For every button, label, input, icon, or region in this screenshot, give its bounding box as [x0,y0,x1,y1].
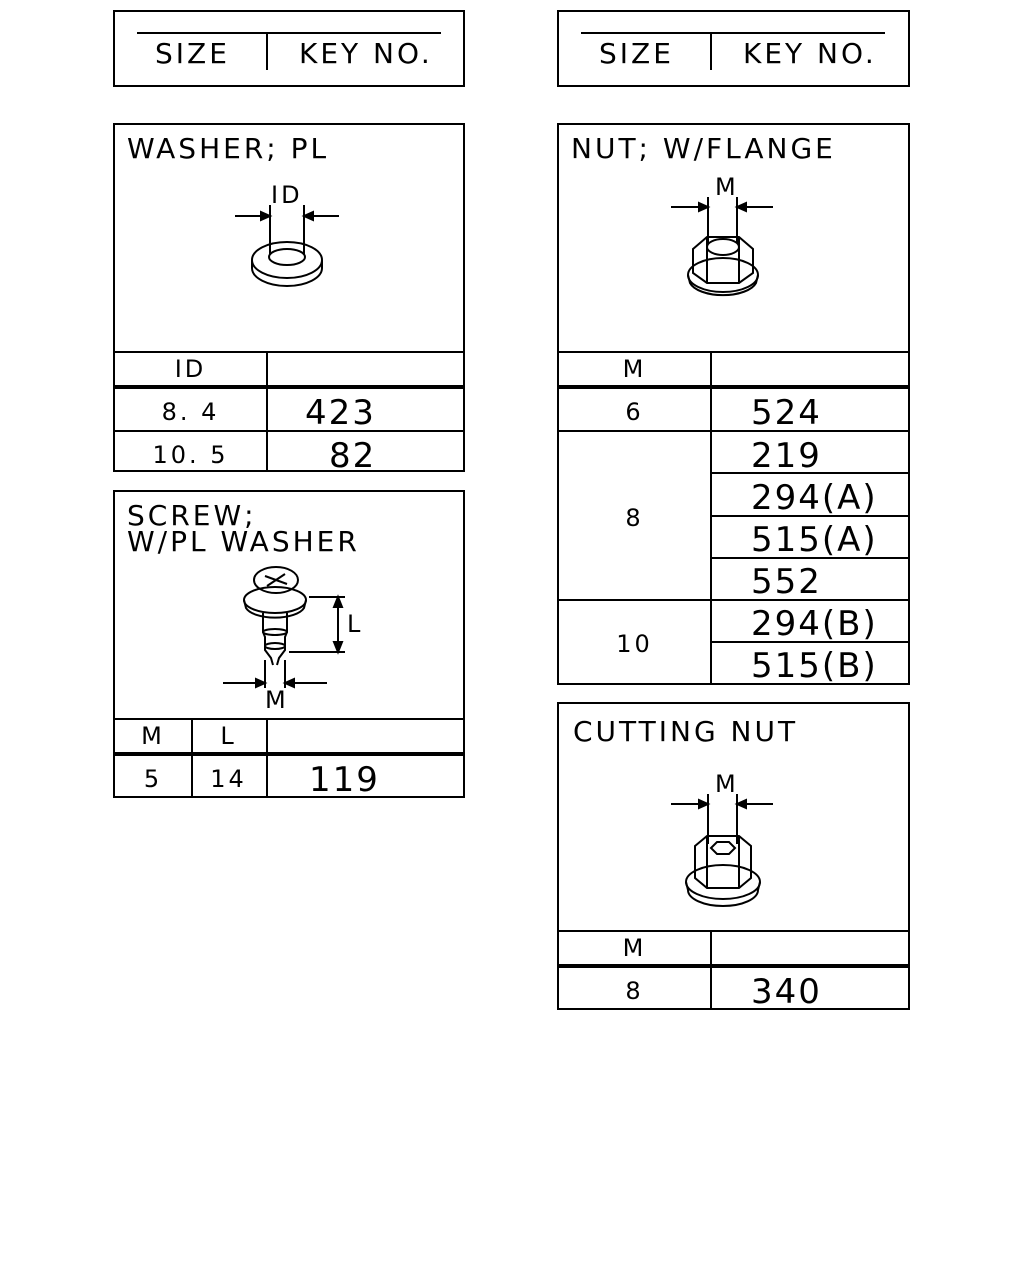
table-header-rule [115,752,463,756]
legend-rule [581,32,885,34]
screw-card: SCREW; W/PL WASHER L M M L 5 14 119 [113,490,465,798]
screw-dim-l-label: L [347,610,364,638]
table-row-rule [559,430,908,432]
cutting-nut-key-cell: 340 [751,972,822,1012]
table-row-rule [559,599,908,601]
table-row-rule [710,557,908,559]
legend-box-left: SIZE KEY NO. [113,10,465,87]
nut-flange-size-cell: 8 [625,504,644,532]
nut-flange-dim-label: M [715,173,739,201]
nut-flange-size-cell: 6 [625,398,644,426]
cutting-nut-col-header: M [622,934,647,962]
screw-l-cell: 14 [210,765,247,793]
screw-m-cell: 5 [143,765,163,793]
cutting-nut-card: CUTTING NUT M M 8 340 [557,702,910,1010]
legend-box-right: SIZE KEY NO. [557,10,910,87]
screw-col-m: M [141,722,165,750]
cutting-nut-dim-label: M [715,770,739,798]
table-divider [266,718,268,796]
washer-dim-label: ID [271,181,303,209]
washer-size-cell: 10. 5 [152,441,229,469]
cutting-nut-title: CUTTING NUT [573,715,799,748]
nut-flange-key-cell: 219 [751,436,822,476]
nut-flange-key-cell: 515(A) [751,520,878,560]
nut-flange-title: NUT; W/FLANGE [571,132,836,165]
nut-flange-col-header: M [622,355,647,383]
nut-flange-card: NUT; W/FLANGE M M 6 524 8 219 294(A) 515… [557,123,910,685]
nut-flange-drawing [671,197,773,297]
washer-key-cell: 423 [305,393,376,433]
nut-flange-key-cell: 524 [751,393,822,433]
washer-title: WASHER; PL [127,132,330,165]
legend-key-label: KEY NO. [743,37,877,70]
table-row-rule [115,430,463,432]
table-row-rule [710,641,908,643]
washer-card: WASHER; PL ID ID 8. 4 423 10. 5 82 [113,123,465,476]
table-header-rule [559,964,908,968]
nut-flange-key-cell: 294(B) [751,604,878,644]
cutting-nut-size-cell: 8 [625,977,644,1005]
nut-flange-size-cell: 10 [616,630,653,658]
legend-key-label: KEY NO. [299,37,433,70]
table-rule [559,351,908,353]
table-divider [710,930,712,1008]
table-header-rule [115,385,463,389]
table-rule [559,930,908,932]
cutting-nut-drawing [671,794,773,907]
table-divider [710,351,712,683]
table-rule [115,718,463,720]
screw-dim-m-label: M [265,686,289,714]
table-row-rule [710,515,908,517]
washer-key-cell: 82 [329,436,377,476]
screw-title-line1: SCREW; [127,499,257,532]
legend-size-label: SIZE [599,37,674,70]
screw-col-l: L [220,722,237,750]
washer-size-cell: 8. 4 [161,398,220,426]
washer-col-header: ID [174,355,207,383]
screw-title-line2: W/PL WASHER [127,525,360,558]
table-rule [115,351,463,353]
screw-drawing [223,566,345,689]
washer-drawing [235,205,339,287]
nut-flange-key-cell: 552 [751,562,822,602]
screw-key-cell: 119 [309,760,380,800]
legend-rule [137,32,441,34]
table-row-rule [710,472,908,474]
legend-size-label: SIZE [155,37,230,70]
table-divider [266,351,268,470]
nut-flange-key-cell: 294(A) [751,478,878,518]
legend-divider [266,32,268,70]
table-divider [191,718,193,796]
legend-divider [710,32,712,70]
table-header-rule [559,385,908,389]
nut-flange-key-cell: 515(B) [751,646,878,686]
